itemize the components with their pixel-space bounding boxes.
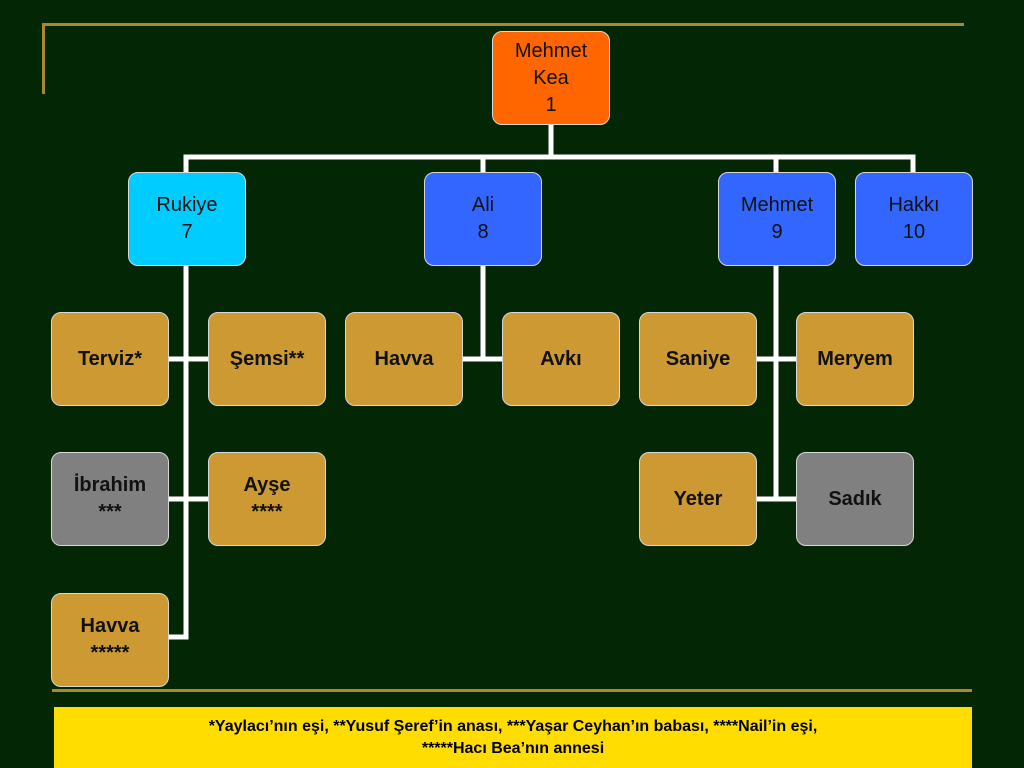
node-name: Havva (80, 615, 140, 637)
node-number: 9 (771, 221, 783, 243)
node-spouse-ibrahim: İbrahim *** (51, 452, 169, 546)
node-name: Mehmet (514, 39, 588, 62)
node-child-mehmet: Mehmet 9 (718, 172, 836, 266)
node-spouse-meryem: Meryem (796, 312, 914, 406)
node-root-mehmet-kea: Mehmet Kea 1 (492, 31, 610, 125)
node-name: Yeter (673, 487, 723, 510)
node-name: Şemsi** (229, 347, 305, 370)
node-name-line2: Kea (533, 66, 569, 89)
node-footnote-mark: ***** (90, 642, 130, 664)
node-name: Havva (374, 347, 434, 370)
node-footnote-mark: *** (98, 501, 122, 523)
node-child-ali: Ali 8 (424, 172, 542, 266)
decorative-top-line (42, 23, 964, 26)
node-name: Avkı (540, 347, 582, 370)
node-number: 10 (902, 221, 926, 243)
decorative-left-line (42, 23, 45, 94)
node-name: İbrahim (73, 474, 147, 496)
node-name: Ali (471, 194, 495, 216)
node-footnote-mark: **** (251, 501, 283, 523)
node-name: Sadık (828, 487, 882, 510)
node-spouse-havva-rukiye: Havva ***** (51, 593, 169, 687)
node-name: Hakkı (888, 194, 940, 216)
node-spouse-semsi: Şemsi** (208, 312, 326, 406)
node-name: Ayşe (243, 474, 291, 496)
node-name: Mehmet (740, 194, 814, 216)
node-name: Terviz* (77, 347, 143, 370)
node-spouse-yeter: Yeter (639, 452, 757, 546)
decorative-bottom-line (52, 689, 972, 692)
footnote-box: *Yaylacı’nın eşi, **Yusuf Şeref’in anası… (54, 707, 972, 768)
node-spouse-saniye: Saniye (639, 312, 757, 406)
tree-connectors (167, 122, 916, 640)
node-number: 7 (181, 221, 193, 243)
node-spouse-ayse: Ayşe **** (208, 452, 326, 546)
node-name: Meryem (817, 347, 893, 370)
node-number: 1 (545, 93, 557, 116)
node-name: Saniye (665, 347, 731, 370)
node-spouse-sadik: Sadık (796, 452, 914, 546)
node-spouse-havva-ali: Havva (345, 312, 463, 406)
node-spouse-avki: Avkı (502, 312, 620, 406)
node-number: 8 (477, 221, 489, 243)
node-child-rukiye: Rukiye 7 (128, 172, 246, 266)
node-child-hakki: Hakkı 10 (855, 172, 973, 266)
node-name: Rukiye (156, 194, 218, 216)
node-spouse-terviz: Terviz* (51, 312, 169, 406)
